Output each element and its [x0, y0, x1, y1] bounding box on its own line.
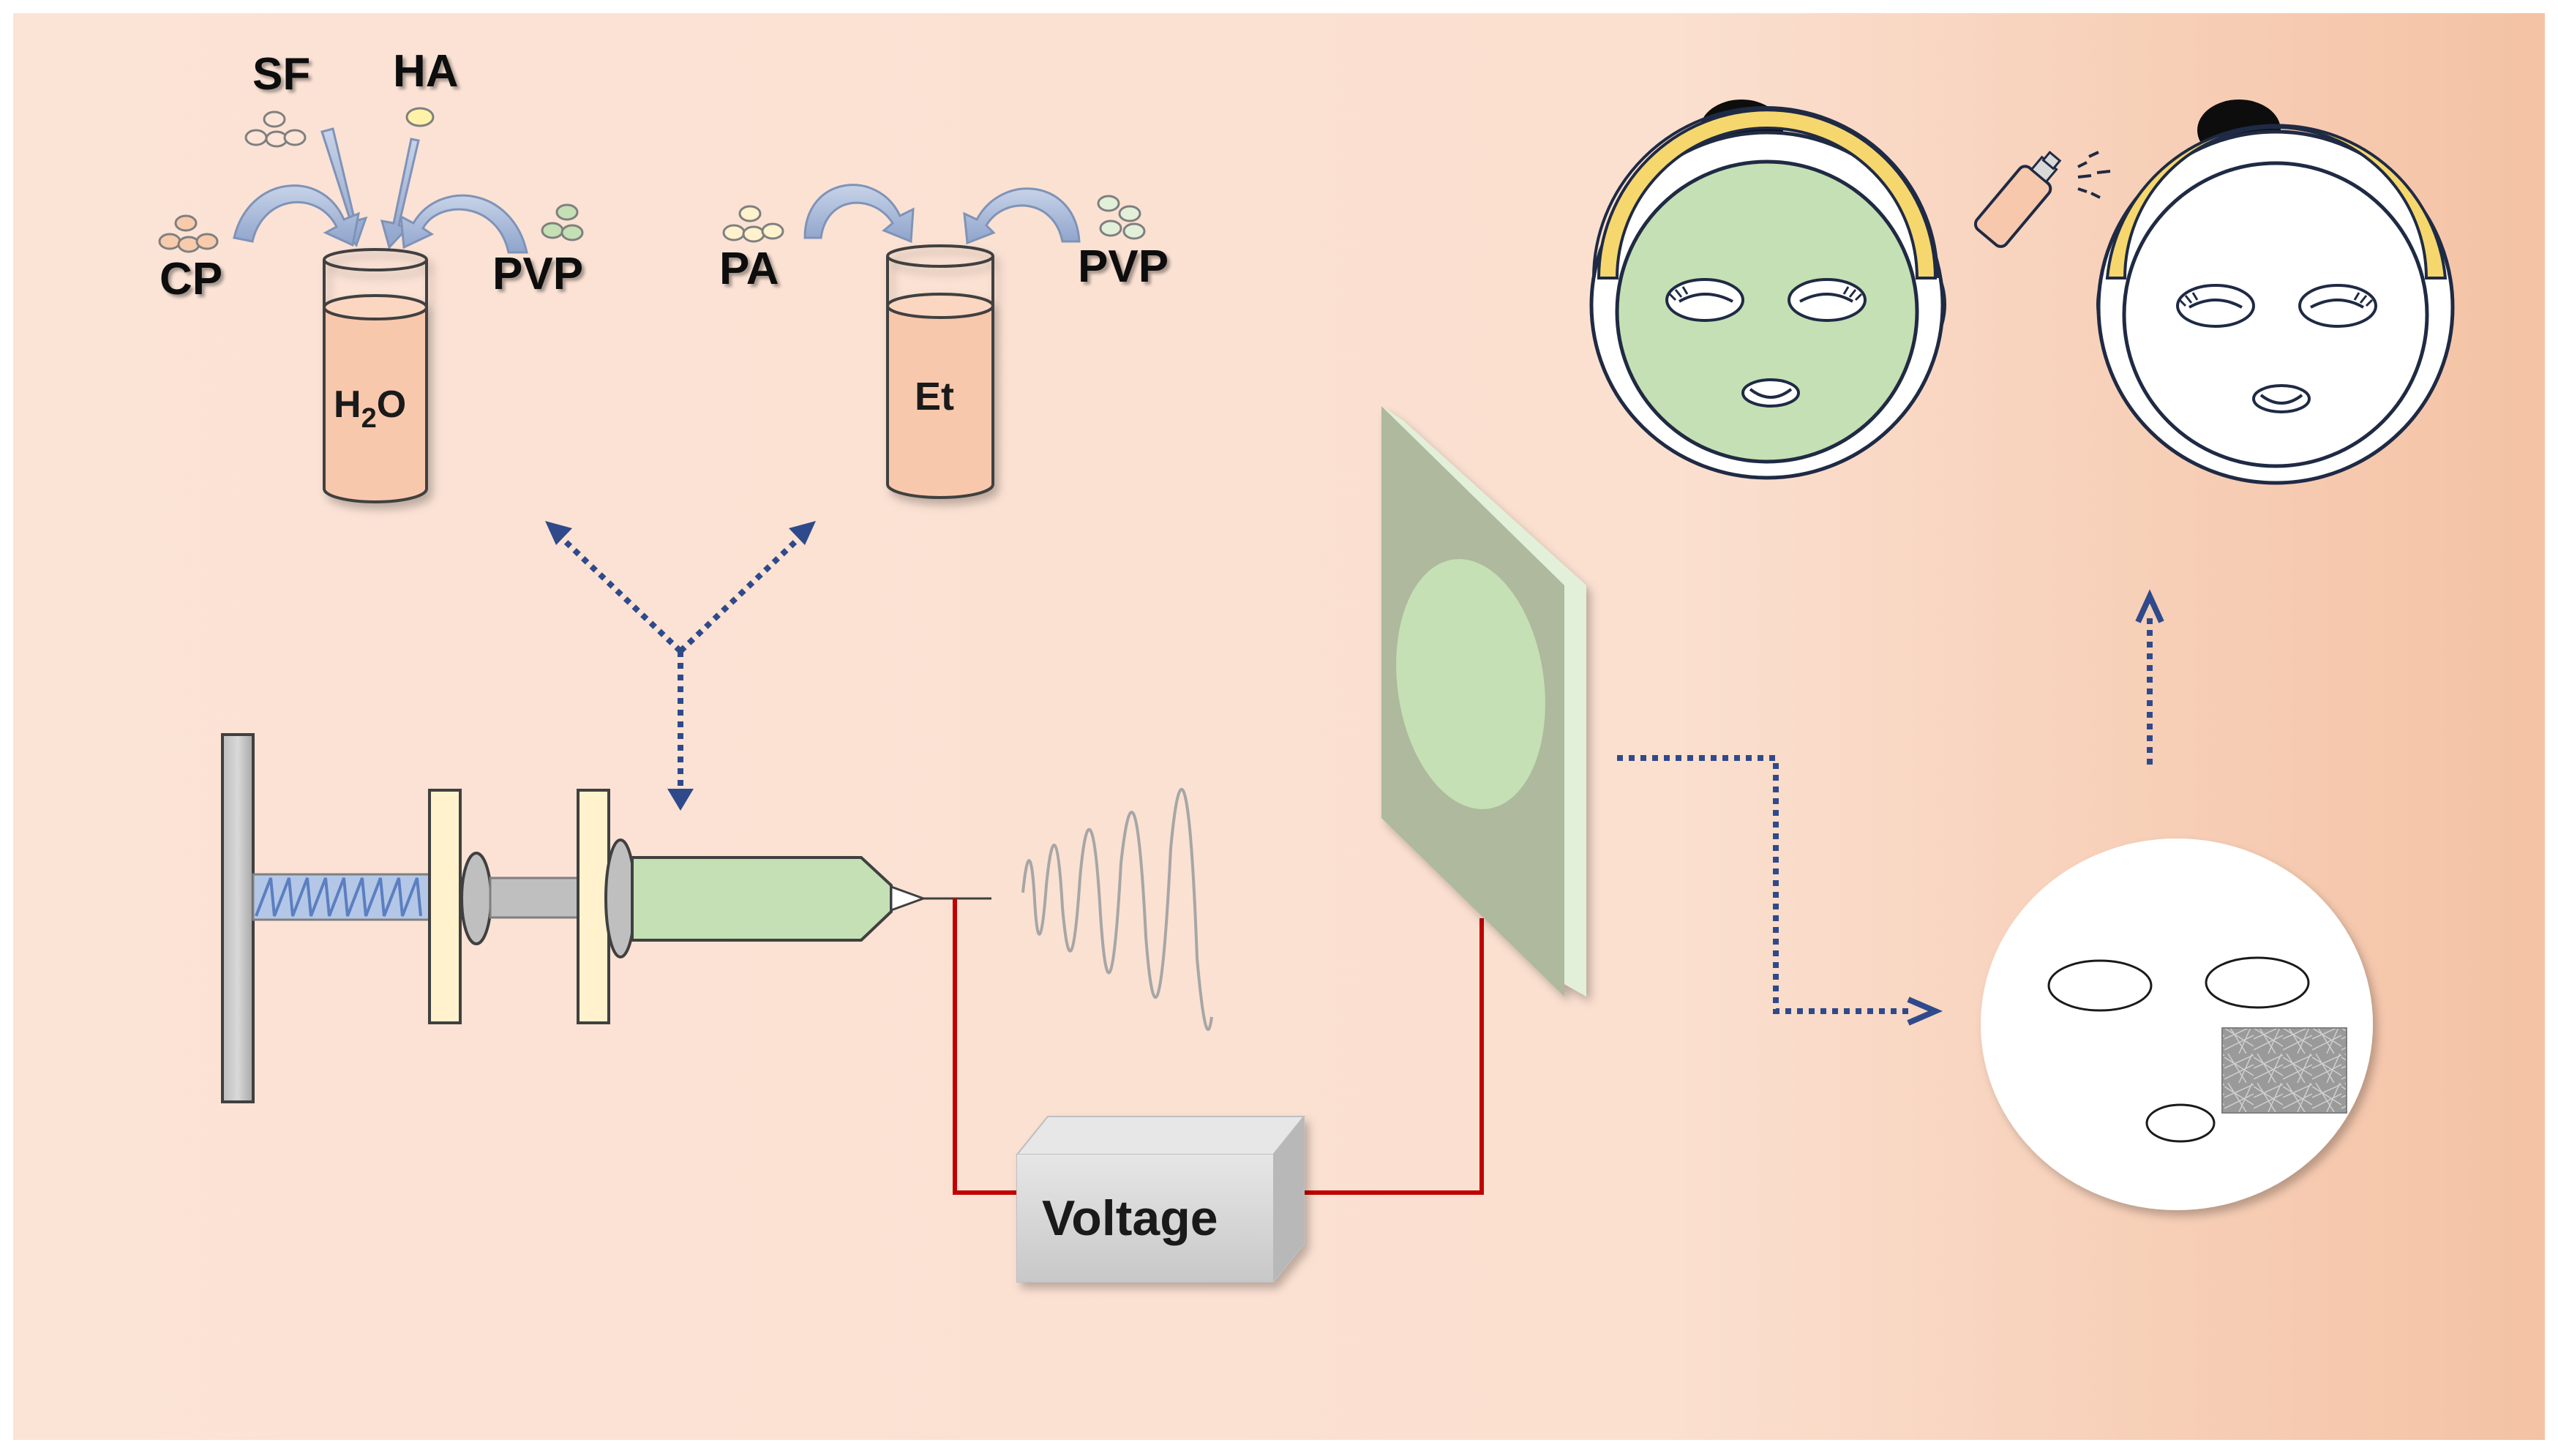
face-white-mask-icon — [2096, 100, 2455, 485]
up-arrow-icon — [2135, 589, 2164, 765]
pa-particles-icon — [722, 205, 784, 243]
collector-plate-icon — [1381, 406, 1586, 997]
mask-eye-left-icon — [2047, 959, 2153, 1012]
sf-particles-icon — [244, 110, 307, 148]
syringe-pump-icon — [221, 733, 991, 1103]
ha-arrow-icon — [380, 138, 420, 249]
face-mask-icon — [1981, 838, 2373, 1210]
h2o-beaker-icon — [323, 248, 428, 503]
voltage-box-icon — [1015, 1116, 1306, 1283]
nanofiber-patch-icon — [2221, 1027, 2347, 1114]
to-mask-arrow-icon — [1617, 755, 1913, 1014]
water-solution-group: H2O SF HA CP PVP — [158, 46, 584, 503]
voltage-label: Voltage — [1042, 1190, 1218, 1246]
ha-particle-icon — [405, 107, 435, 127]
pa-label: PA — [719, 244, 779, 294]
pvp-curved-arrow-icon-right — [963, 187, 1081, 245]
merge-arrowheads — [545, 521, 816, 811]
face-green-mask-icon — [1589, 100, 1946, 480]
mask-eye-right-icon — [2205, 956, 2310, 1009]
to-mask-arrowhead — [1907, 997, 1943, 1026]
cp-label: CP — [160, 254, 222, 304]
pvp-particles-icon-right — [1097, 195, 1146, 240]
pvp-label-right: PVP — [1078, 241, 1169, 292]
ha-label: HA — [393, 46, 459, 97]
cp-curved-arrow-icon — [233, 184, 360, 247]
et-beaker-icon — [886, 244, 994, 499]
spray-bottle-icon — [1973, 151, 2111, 248]
h2o-o: O — [377, 383, 406, 426]
ethanol-solution-group: Et PA PVP — [719, 184, 1169, 499]
pvp-curved-arrow-icon-left — [400, 194, 528, 254]
h2o-h: H — [334, 383, 361, 426]
et-label: Et — [915, 375, 954, 419]
voltage-wires — [953, 898, 1484, 1195]
h2o-label: H2O — [334, 383, 406, 434]
mask-mouth-icon — [2145, 1103, 2216, 1143]
h2o-subscript: 2 — [361, 403, 377, 434]
cp-particles-icon — [158, 214, 219, 253]
pvp-label-left: PVP — [492, 249, 583, 299]
whipping-jet-icon — [1021, 788, 1213, 1031]
pvp-particles-icon-left — [541, 203, 584, 241]
merge-arrow-icon — [554, 530, 807, 794]
sf-label: SF — [252, 49, 310, 100]
pa-curved-arrow-icon — [803, 184, 915, 244]
